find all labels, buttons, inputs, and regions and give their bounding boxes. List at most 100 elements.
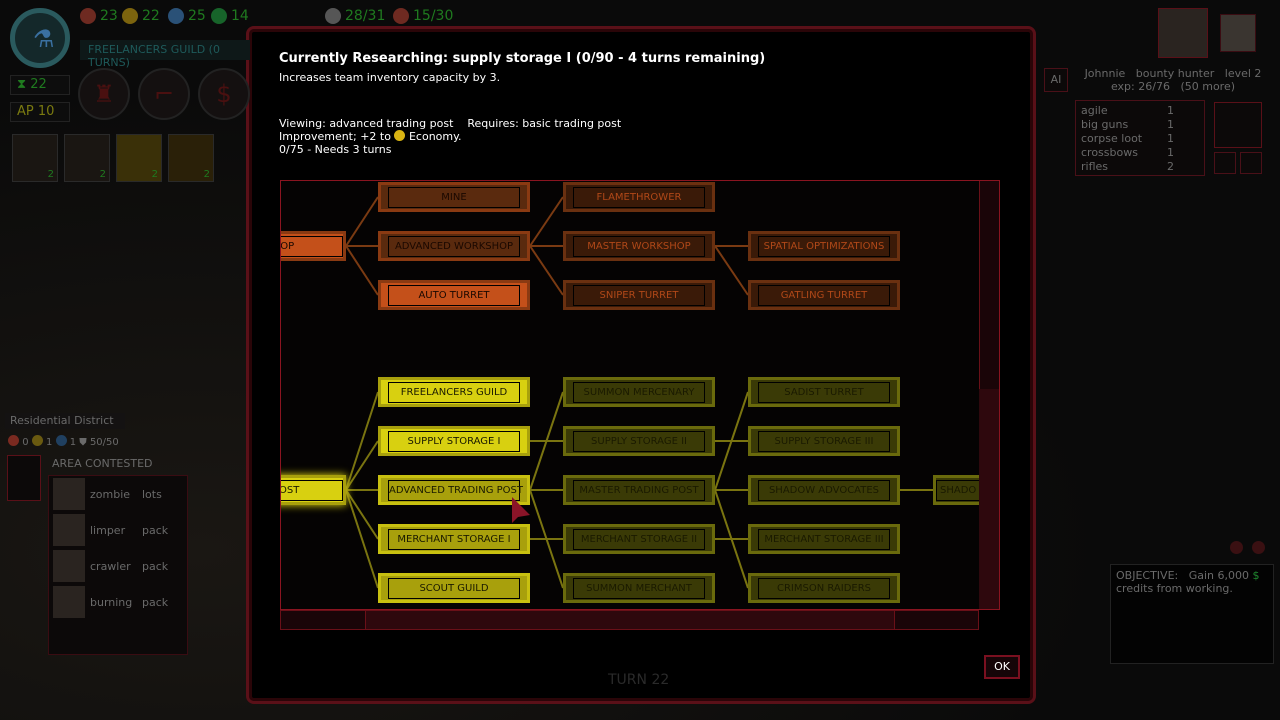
tech-node-label: MASTER WORKSHOP: [573, 235, 705, 257]
resource-flag: 15/30: [393, 8, 453, 24]
tech-link: [714, 245, 749, 296]
character-portrait[interactable]: [1158, 8, 1208, 58]
tech-node[interactable]: SUPPLY STORAGE II: [563, 426, 715, 456]
tech-node[interactable]: SUMMON MERCENARY: [563, 377, 715, 407]
tech-link: [345, 489, 379, 540]
tech-node[interactable]: SUMMON MERCHANT: [563, 573, 715, 603]
tech-node[interactable]: SCOUT GUILD: [378, 573, 530, 603]
hourglass-icon: ⧗: [17, 77, 27, 92]
tech-node-label: NG POST: [281, 479, 343, 501]
coin-icon: [31, 435, 43, 446]
squad-card[interactable]: 2: [168, 134, 214, 182]
weapons-button[interactable]: ⌐: [138, 68, 190, 120]
tech-node-label: SCOUT GUILD: [388, 577, 520, 599]
tech-link: [345, 391, 379, 491]
tech-node[interactable]: MASTER TRADING POST: [563, 475, 715, 505]
tech-node[interactable]: ADVANCED WORKSHOP: [378, 231, 530, 261]
tech-node[interactable]: MERCHANT STORAGE III: [748, 524, 900, 554]
action-points: AP 10: [10, 102, 70, 122]
tech-node[interactable]: SNIPER TURRET: [563, 280, 715, 310]
tech-node[interactable]: MERCHANT STORAGE I: [378, 524, 530, 554]
tech-node[interactable]: ADVANCED TRADING POST: [378, 475, 530, 505]
viewing-info: Viewing: advanced trading post Requires:…: [279, 117, 622, 156]
character-level: level 2: [1224, 67, 1262, 80]
item-slot[interactable]: [1240, 152, 1262, 174]
squad-card[interactable]: 2: [12, 134, 58, 182]
target-icon[interactable]: [1230, 541, 1243, 554]
tech-node-label: SUPPLY STORAGE III: [758, 430, 890, 452]
tech-node[interactable]: FREELANCERS GUILD: [378, 377, 530, 407]
research-description: Increases team inventory capacity by 3.: [279, 71, 501, 84]
objective-panel: OBJECTIVE: Gain 6,000 $credits from work…: [1110, 564, 1274, 664]
resource-gear: 28/31: [325, 8, 385, 24]
tech-node-label: MERCHANT STORAGE III: [758, 528, 890, 550]
tech-tree-viewport[interactable]: KSHOP MINE ADVANCED WORKSHOP AUTO TURRET FLA…: [280, 180, 1000, 610]
area-status: AREA CONTESTED: [52, 457, 153, 470]
tech-node[interactable]: SADIST TURRET: [748, 377, 900, 407]
tech-node[interactable]: GATLING TURRET: [748, 280, 900, 310]
tech-node-label: SNIPER TURRET: [573, 284, 705, 306]
character-name: Johnnie: [1084, 67, 1126, 80]
tech-link: [345, 440, 379, 491]
tech-node[interactable]: KSHOP: [281, 231, 346, 261]
gun-icon: ⌐: [153, 80, 175, 108]
flask-icon: ⚗: [33, 25, 55, 53]
money-bag-icon: $: [216, 80, 232, 108]
horizontal-scrollbar[interactable]: [280, 610, 979, 630]
tech-node[interactable]: AUTO TURRET: [378, 280, 530, 310]
tech-node[interactable]: FLAMETHROWER: [563, 182, 715, 212]
tech-node[interactable]: SUPPLY STORAGE III: [748, 426, 900, 456]
tech-node-label: GATLING TURRET: [758, 284, 890, 306]
hammer-icon: [80, 8, 96, 24]
shield-icon: ⛊: [79, 437, 87, 448]
tech-node[interactable]: MERCHANT STORAGE II: [563, 524, 715, 554]
resource-credits: 14: [211, 8, 249, 24]
tech-node-label: SUPPLY STORAGE II: [573, 430, 705, 452]
secondary-portrait[interactable]: [1220, 14, 1256, 52]
squad-card[interactable]: 2: [64, 134, 110, 182]
research-flask-button[interactable]: ⚗: [10, 8, 70, 68]
build-button[interactable]: ♜: [78, 68, 130, 120]
district-stats: 0 1 1 ⛊ 50/50: [8, 435, 119, 448]
tech-link: [529, 245, 564, 296]
horizontal-scroll-thumb[interactable]: [365, 611, 895, 629]
tech-node[interactable]: SHADOW ADVOCATES: [748, 475, 900, 505]
tech-node-label: AUTO TURRET: [388, 284, 520, 306]
flask-icon: [168, 8, 184, 24]
weapon-slot-rifle[interactable]: [1214, 102, 1262, 148]
tech-node[interactable]: MASTER WORKSHOP: [563, 231, 715, 261]
ok-button[interactable]: OK: [984, 655, 1020, 679]
current-research-bar[interactable]: FREELANCERS GUILD (0 TURNS): [80, 40, 250, 69]
tech-node[interactable]: NG POST: [281, 475, 346, 505]
ai-toggle-button[interactable]: AI: [1044, 68, 1068, 92]
squad-card[interactable]: 2: [116, 134, 162, 182]
tech-node-label: SUMMON MERCHANT: [573, 577, 705, 599]
requires-label: Requires: basic trading post: [467, 117, 622, 130]
vertical-scroll-thumb[interactable]: [979, 389, 999, 609]
vertical-scrollbar[interactable]: [979, 181, 999, 609]
tech-node[interactable]: CRIMSON RAIDERS: [748, 573, 900, 603]
tech-node-label: SHADOW ADVOCATES: [758, 479, 890, 501]
district-icon-button[interactable]: [7, 455, 41, 501]
resource-flask: 25: [168, 8, 206, 24]
map-icon[interactable]: [1252, 541, 1265, 554]
tech-link: [529, 391, 564, 491]
item-slot[interactable]: [1214, 152, 1236, 174]
tech-node[interactable]: SPATIAL OPTIMIZATIONS: [748, 231, 900, 261]
enemy-portrait: [53, 550, 85, 582]
tech-node-label: SADIST TURRET: [758, 381, 890, 403]
tech-tree-links: [345, 196, 933, 589]
tech-node[interactable]: SUPPLY STORAGE I: [378, 426, 530, 456]
trade-button[interactable]: $: [198, 68, 250, 120]
enemy-portrait: [53, 586, 85, 618]
resource-hammer: 23: [80, 8, 118, 24]
tech-node[interactable]: MINE: [378, 182, 530, 212]
viewing-label: Viewing: advanced trading post: [279, 117, 454, 130]
